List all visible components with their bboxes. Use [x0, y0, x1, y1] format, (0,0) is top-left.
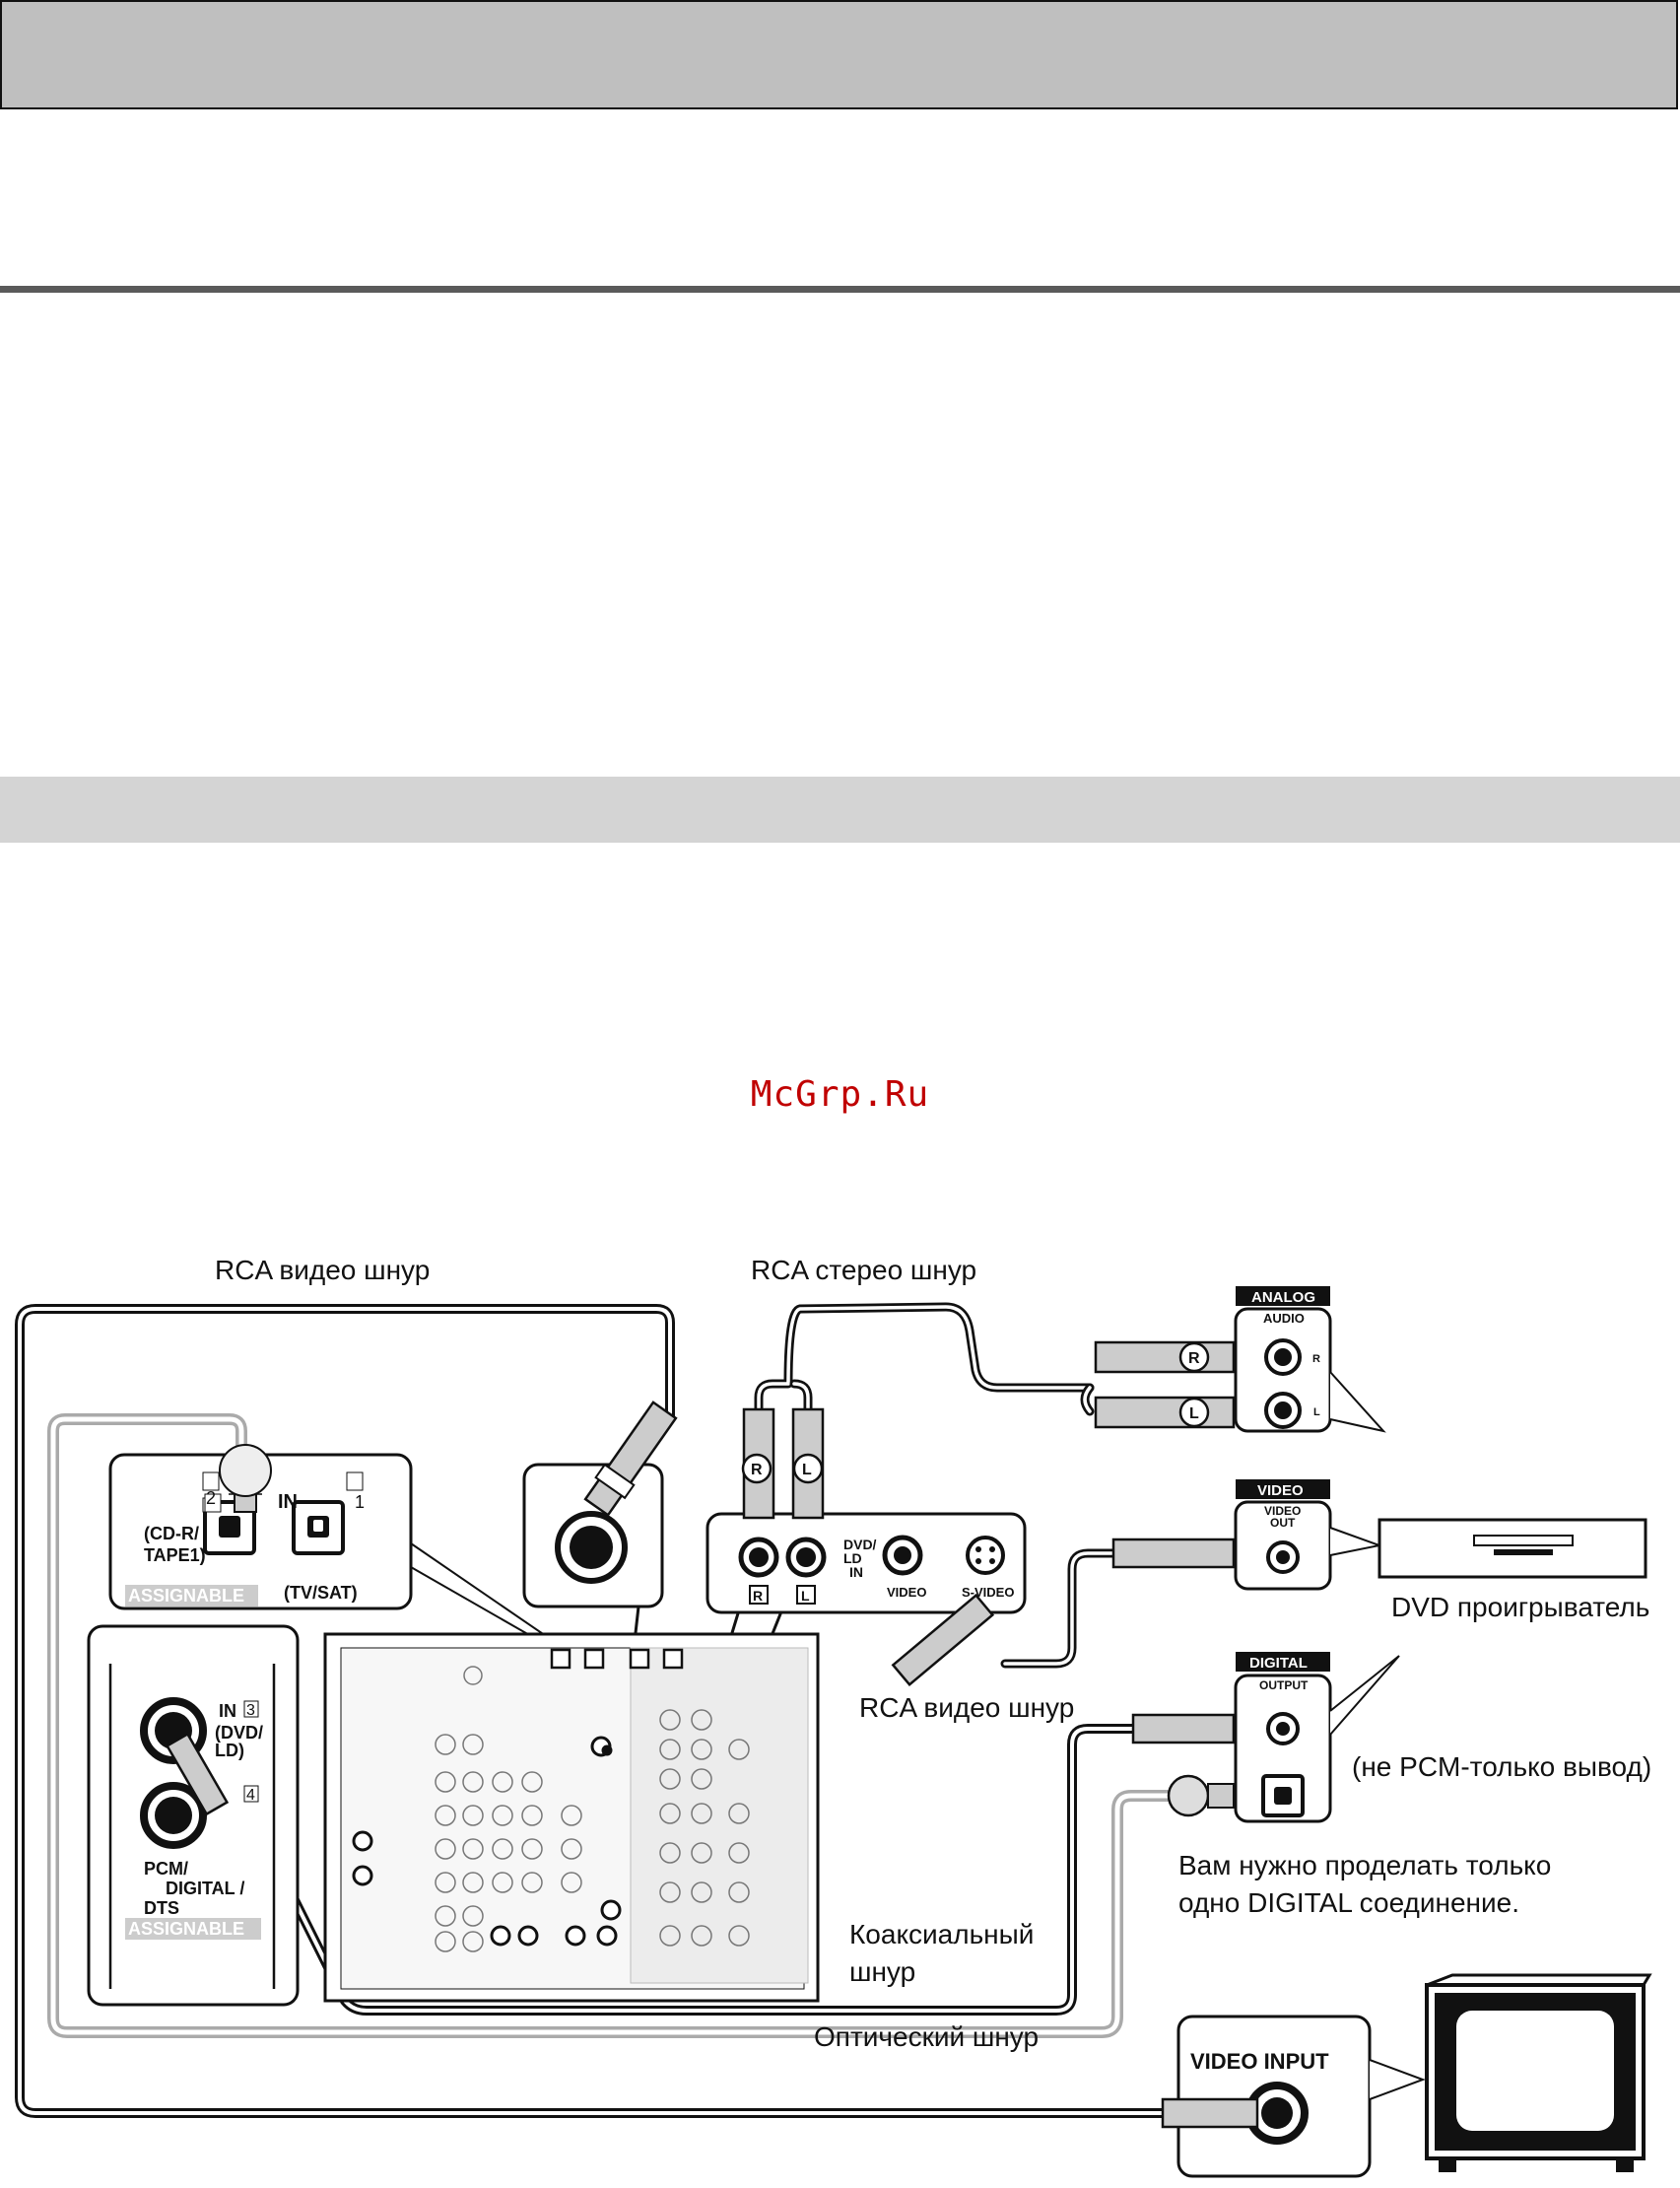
connection-diagram: 2 IN 1 (CD-R/ TAPE1) (TV/SAT) ASSIGNABLE…	[15, 1286, 1652, 2178]
coax-fmt-1: PCM/	[144, 1859, 188, 1879]
opt-left-label-2: TAPE1)	[144, 1545, 206, 1565]
opt-num-left: 2	[206, 1488, 216, 1508]
section-bar	[0, 777, 1680, 843]
cables	[15, 1302, 1184, 2118]
panel-video: VIDEO	[1257, 1482, 1304, 1499]
plug-l-analog: L	[1189, 1405, 1199, 1422]
opt-num-right: 1	[355, 1492, 365, 1512]
dvd-player-panels	[1094, 1286, 1647, 1823]
coax-fmt-2: DIGITAL /	[166, 1879, 244, 1898]
horizontal-rule	[0, 286, 1680, 293]
label-non-pcm: (не PCM-только вывод)	[1352, 1751, 1652, 1782]
dvdin-title-2: LD	[843, 1550, 862, 1566]
panel-video-out-1: VIDEO	[1264, 1504, 1301, 1518]
coax-in3-num: 3	[246, 1702, 255, 1719]
diagram-text: 2 IN 1 (CD-R/ TAPE1) (TV/SAT) ASSIGNABLE…	[128, 1289, 1329, 2074]
dvdin-title-3: IN	[849, 1564, 863, 1580]
label-dvd-player: DVD проигрыватель	[1391, 1592, 1650, 1622]
coax-in4-num: 4	[246, 1787, 255, 1804]
dvdin-s-video: S-VIDEO	[962, 1585, 1014, 1600]
label-rca-video-mid: RCA видео шнур	[859, 1692, 1075, 1723]
panel-video-out-2: OUT	[1270, 1516, 1296, 1530]
dvdin-l: L	[801, 1588, 810, 1604]
label-rca-stereo: RCA стерео шнур	[751, 1255, 977, 1285]
optical-in-detail	[108, 1444, 553, 1649]
coax-in3-label: IN	[219, 1701, 236, 1721]
panel-output: OUTPUT	[1259, 1678, 1309, 1692]
coax-assignable: ASSIGNABLE	[128, 1919, 244, 1939]
coax-line-2: шнур	[849, 1955, 916, 1987]
plug-r-top: R	[751, 1462, 763, 1478]
plug-l-top: L	[802, 1462, 812, 1478]
opt-in-label: IN	[278, 1491, 298, 1513]
video-jack-detail	[522, 1401, 678, 1608]
panel-analog: ANALOG	[1251, 1289, 1315, 1306]
tv-panel	[1161, 1973, 1652, 2178]
tv-video-input: VIDEO INPUT	[1190, 2049, 1329, 2074]
label-optical: Оптический шнур	[814, 2021, 1040, 2052]
label-coaxial: Коаксиальный шнур	[849, 1916, 1034, 1991]
coax-line-1: Коаксиальный	[849, 1919, 1035, 1949]
digital-note-line-1: Вам нужно проделать только	[1178, 1850, 1552, 1880]
coax-in-detail	[87, 1624, 300, 2007]
panel-l: L	[1313, 1406, 1320, 1418]
top-header-bar	[0, 0, 1678, 109]
opt-left-label-1: (CD-R/	[144, 1524, 199, 1543]
dvd-in-detail	[706, 1407, 1027, 1687]
panel-digital: DIGITAL	[1249, 1655, 1308, 1672]
digital-note-line-2: одно DIGITAL соединение.	[1178, 1886, 1519, 1918]
receiver-rear-panel	[323, 1632, 820, 2003]
dvdin-title-1: DVD/	[843, 1537, 877, 1552]
opt-right-label: (TV/SAT)	[284, 1583, 358, 1603]
plug-r-analog: R	[1188, 1350, 1200, 1367]
panel-r: R	[1312, 1353, 1320, 1365]
dvdin-r: R	[753, 1588, 763, 1604]
opt-assignable: ASSIGNABLE	[128, 1586, 244, 1606]
label-rca-video-top: RCA видео шнур	[215, 1255, 431, 1285]
coax-fmt-3: DTS	[144, 1898, 179, 1918]
coax-in3-sub-1: (DVD/	[215, 1723, 263, 1743]
dvdin-video: VIDEO	[887, 1585, 926, 1600]
watermark: McGrp.Ru	[750, 1074, 930, 1115]
coax-in3-sub-2: LD)	[215, 1741, 244, 1760]
label-digital-note: Вам нужно проделать только одно DIGITAL …	[1178, 1847, 1551, 1922]
panel-audio: AUDIO	[1263, 1311, 1305, 1326]
